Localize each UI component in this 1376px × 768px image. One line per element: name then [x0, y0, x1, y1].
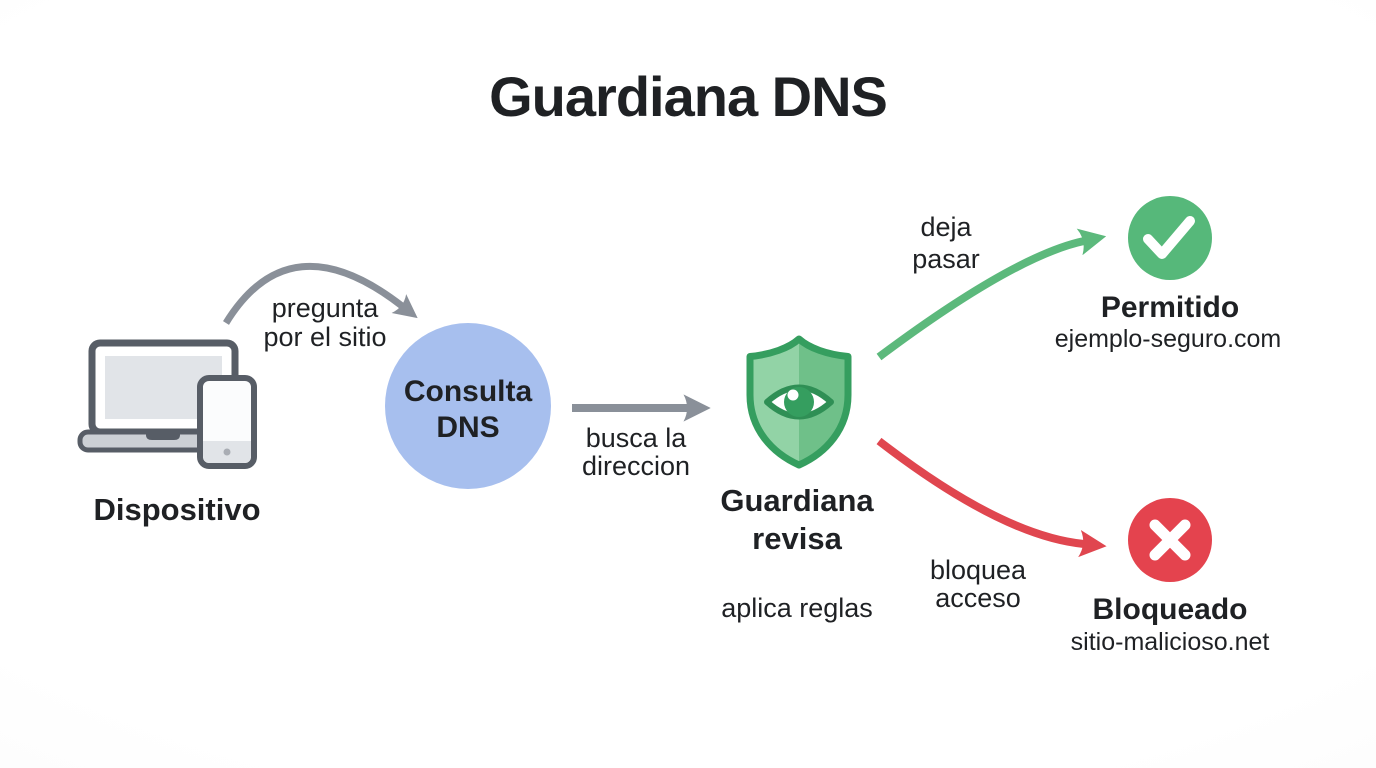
guardian-label-line1: Guardiana — [720, 483, 874, 518]
block-arrow — [876, 437, 1107, 558]
dns-query-label-line1: Consulta — [403, 375, 533, 408]
lookup-arrow-label: busca la direccion — [582, 424, 690, 480]
ask-arrow-label-line1: pregunta — [271, 293, 379, 323]
device-icon — [77, 339, 257, 469]
dns-query-label: Consulta DNS — [404, 374, 532, 446]
ask-arrow-label-line2: por el sitio — [263, 322, 387, 352]
block-arrow-label-line1: bloquea — [929, 555, 1027, 585]
guardian-label-line2: revisa — [752, 521, 842, 556]
dns-query-circle — [385, 323, 551, 489]
ask-arrow-label: pregunta por el sitio — [263, 294, 386, 352]
allow-arrow — [876, 228, 1107, 361]
eye-icon — [764, 384, 834, 420]
block-arrow-label-line2: acceso — [935, 583, 1021, 613]
blocked-label: Bloqueado — [1092, 593, 1248, 626]
shield-eye-icon — [746, 335, 852, 469]
dns-query-label-line2: DNS — [436, 411, 500, 444]
guardian-label: Guardiana revisa — [720, 482, 873, 558]
allow-arrow-label: deja pasar — [912, 211, 980, 275]
allowed-check-icon — [1128, 196, 1212, 280]
allowed-domain: ejemplo-seguro.com — [1054, 325, 1282, 353]
block-arrow-label: bloquea acceso — [930, 556, 1026, 612]
page-title: Guardiana DNS — [489, 65, 888, 128]
lookup-arrow-label-line2: direccion — [581, 451, 691, 481]
allowed-label: Permitido — [1100, 291, 1240, 324]
guardian-note: aplica reglas — [721, 593, 873, 623]
lookup-arrow-label-line1: busca la — [585, 423, 687, 453]
blocked-domain: sitio-malicioso.net — [1070, 628, 1270, 656]
allow-arrow-label-line2: pasar — [912, 244, 980, 274]
allow-arrow-label-line1: deja — [920, 212, 972, 242]
ask-arrow — [223, 262, 418, 325]
blocked-cross-icon — [1128, 498, 1212, 582]
device-label: Dispositivo — [93, 492, 261, 527]
